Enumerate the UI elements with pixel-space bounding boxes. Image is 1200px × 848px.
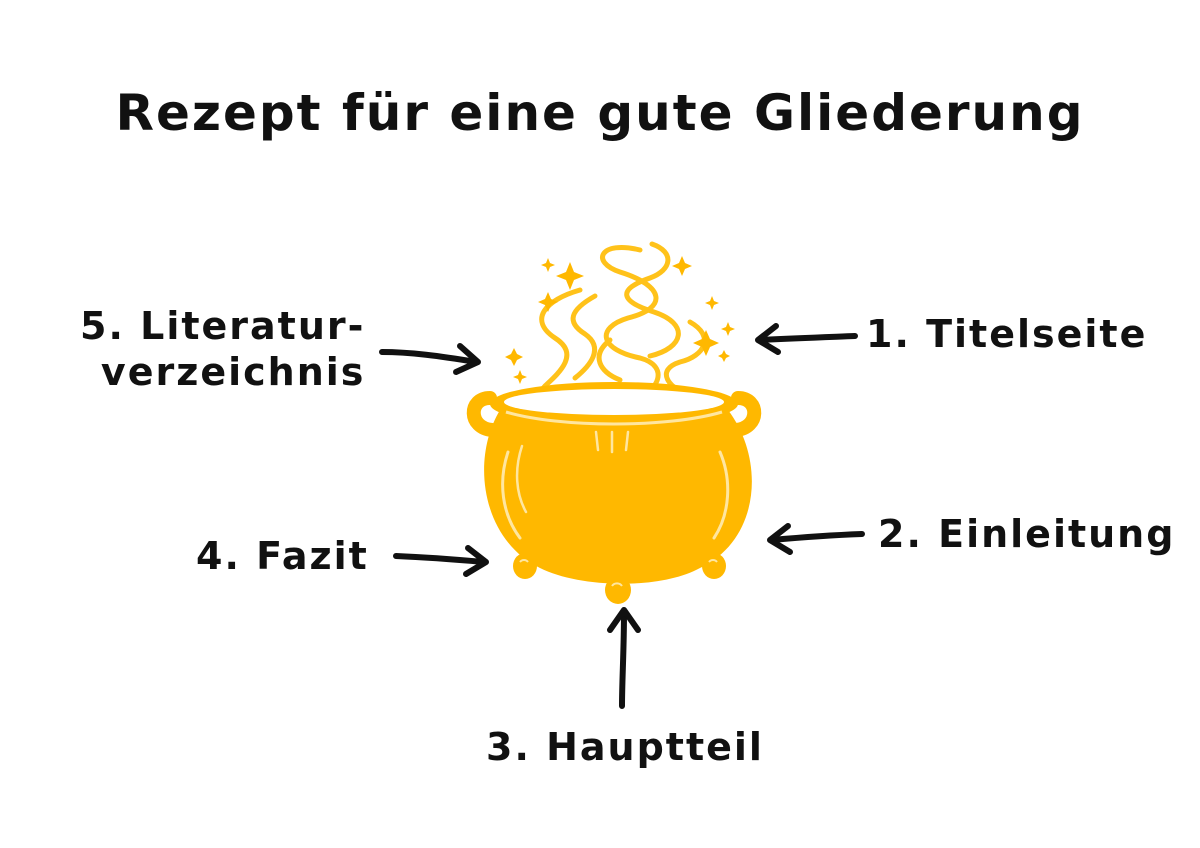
arrow-head-4 xyxy=(463,545,489,577)
label-fazit: 4. Fazit xyxy=(196,534,369,578)
label-hauptteil: 3. Hauptteil xyxy=(486,725,764,769)
diagram-title: Rezept für eine gute Gliederung xyxy=(115,84,1085,142)
label-line-1: 5. Literatur- xyxy=(80,304,366,348)
arrow-icon xyxy=(393,553,487,565)
cauldron-icon xyxy=(466,382,762,604)
label-line-2: verzeichnis xyxy=(100,349,366,394)
arrow-icon xyxy=(757,333,858,343)
sparkle-icon xyxy=(505,256,735,384)
arrow-icon xyxy=(379,349,479,365)
arrow-icon xyxy=(769,531,865,543)
steam-icon xyxy=(539,241,707,409)
arrow-head-2 xyxy=(767,523,793,555)
label-literaturverzeichnis: 5. Literatur- verzeichnis xyxy=(80,304,365,395)
arrow-head-3 xyxy=(607,607,641,633)
arrow-head-5 xyxy=(453,343,481,375)
arrow-head-1 xyxy=(755,323,781,355)
label-einleitung: 2. Einleitung xyxy=(878,512,1176,556)
arrow-icon xyxy=(619,609,627,709)
label-titelseite: 1. Titelseite xyxy=(866,312,1148,356)
arrows xyxy=(379,323,865,709)
